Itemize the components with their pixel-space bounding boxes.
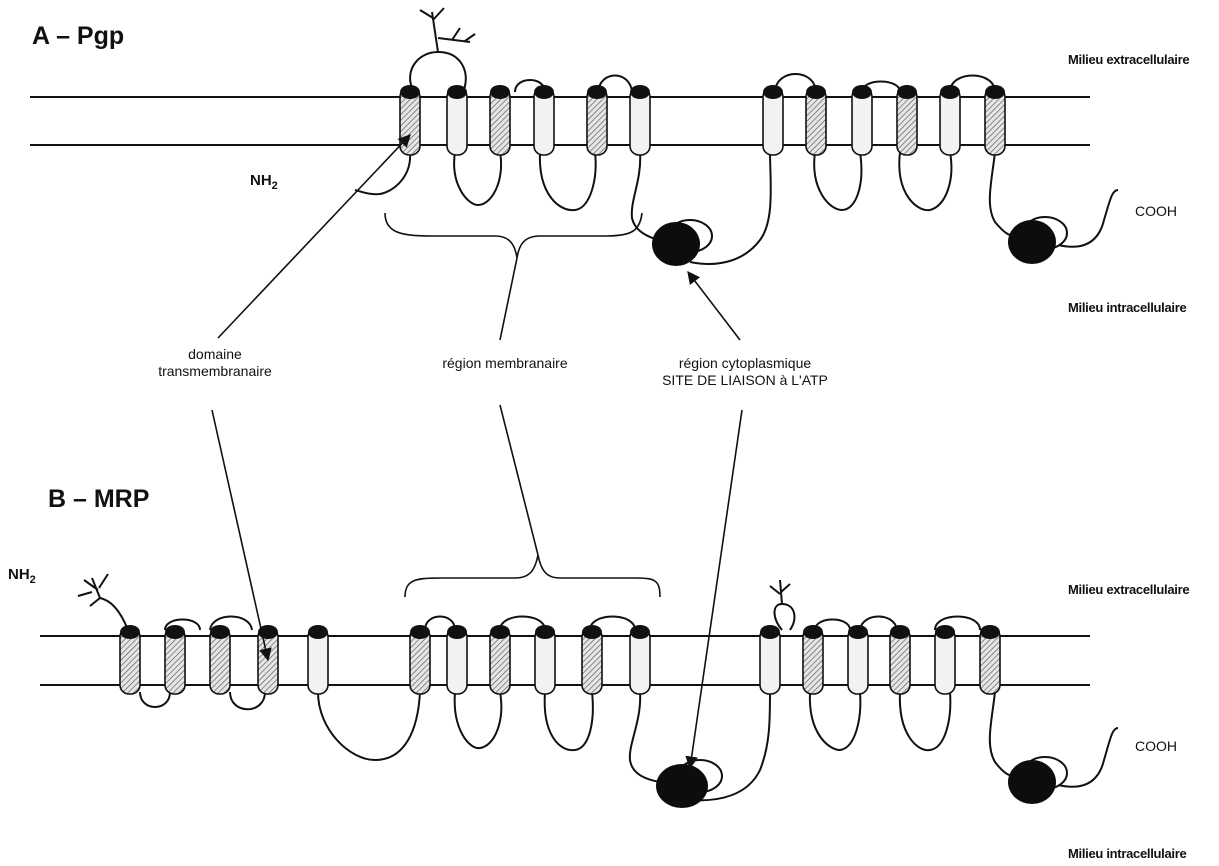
mrp-helix-cap — [890, 625, 910, 639]
pgp-helix-cap — [447, 85, 467, 99]
mrp-helix-cap — [165, 625, 185, 639]
mrp-atp-sites — [656, 756, 1068, 808]
pgp-c-terminus: COOH — [1135, 203, 1177, 219]
mrp-nbd1 — [656, 764, 708, 808]
mrp-helices — [119, 625, 1001, 695]
mrp-loops — [139, 615, 1119, 802]
mrp-helix-cap — [582, 625, 602, 639]
mrp-extracellular-label: Milieu extracellulaire — [1068, 582, 1190, 597]
mrp-glycosylation — [77, 573, 796, 631]
line-brace-pgp — [499, 257, 518, 341]
cytoplasmic-line1: région cytoplasmique — [678, 355, 812, 371]
mrp-helix-cap — [120, 625, 140, 639]
brace-mrp — [404, 554, 661, 598]
mrp-c-terminus: COOH — [1135, 738, 1177, 754]
arrow-atp-pgp — [687, 270, 741, 341]
pgp-helix-cap — [940, 85, 960, 99]
mrp-helix-cap — [760, 625, 780, 639]
pgp-membrane — [30, 96, 1090, 146]
transmembrane-line2: transmembranaire — [158, 363, 272, 379]
mrp-helix-cap — [490, 625, 510, 639]
pgp-helix-cap — [897, 85, 917, 99]
line-brace-mrp — [499, 404, 539, 556]
panel-b-title: B – MRP — [48, 485, 150, 513]
mrp-helix-cap — [308, 625, 328, 639]
mrp-helix-cap — [803, 625, 823, 639]
pgp-helix-cap — [985, 85, 1005, 99]
pgp-helix-cap — [587, 85, 607, 99]
membrane-region-label: région membranaire — [442, 355, 568, 371]
pgp-helix-cap — [852, 85, 872, 99]
pgp-n-terminus: NH2 — [250, 172, 278, 192]
arrow-tm-to-pgp — [217, 134, 411, 339]
mrp-helix-cap — [848, 625, 868, 639]
cytoplasmic-region-label: région cytoplasmique SITE DE LIAISON à L… — [645, 355, 845, 389]
mrp-nbd2 — [1008, 760, 1056, 804]
mrp-helix-cap — [410, 625, 430, 639]
pgp-helix-cap — [763, 85, 783, 99]
pgp-atp-sites — [652, 216, 1068, 266]
mrp-n-terminus: NH2 — [8, 566, 36, 586]
pgp-nbd2 — [1008, 220, 1056, 264]
mrp-helix-cap — [447, 625, 467, 639]
transmembrane-line1: domaine — [188, 346, 242, 362]
arrow-tm-to-mrp — [211, 409, 272, 662]
pgp-helix-cap — [490, 85, 510, 99]
mrp-membrane — [40, 635, 1090, 686]
cytoplasmic-line2: SITE DE LIAISON à L'ATP — [662, 372, 828, 388]
brace-pgp — [384, 212, 643, 259]
mrp-helix-cap — [935, 625, 955, 639]
pgp-intracellular-label: Milieu intracellulaire — [1068, 300, 1187, 315]
pgp-extracellular-label: Milieu extracellulaire — [1068, 52, 1190, 67]
pgp-glycosylation — [409, 7, 476, 91]
pgp-helix-cap — [400, 85, 420, 99]
annotation-lines — [211, 134, 743, 770]
pgp-helix-cap — [806, 85, 826, 99]
mrp-helix-cap — [210, 625, 230, 639]
mrp-intracellular-label: Milieu intracellulaire — [1068, 846, 1187, 861]
transmembrane-domain-label: domaine transmembranaire — [140, 346, 290, 380]
pgp-helices — [399, 85, 1006, 156]
arrow-atp-mrp — [685, 409, 743, 770]
panel-a-title: A – Pgp — [32, 22, 125, 50]
pgp-helix-cap — [630, 85, 650, 99]
mrp-helix-cap — [535, 625, 555, 639]
mrp-helix-cap — [980, 625, 1000, 639]
pgp-nbd1 — [652, 222, 700, 266]
mrp-helix-cap — [630, 625, 650, 639]
pgp-helix-cap — [534, 85, 554, 99]
